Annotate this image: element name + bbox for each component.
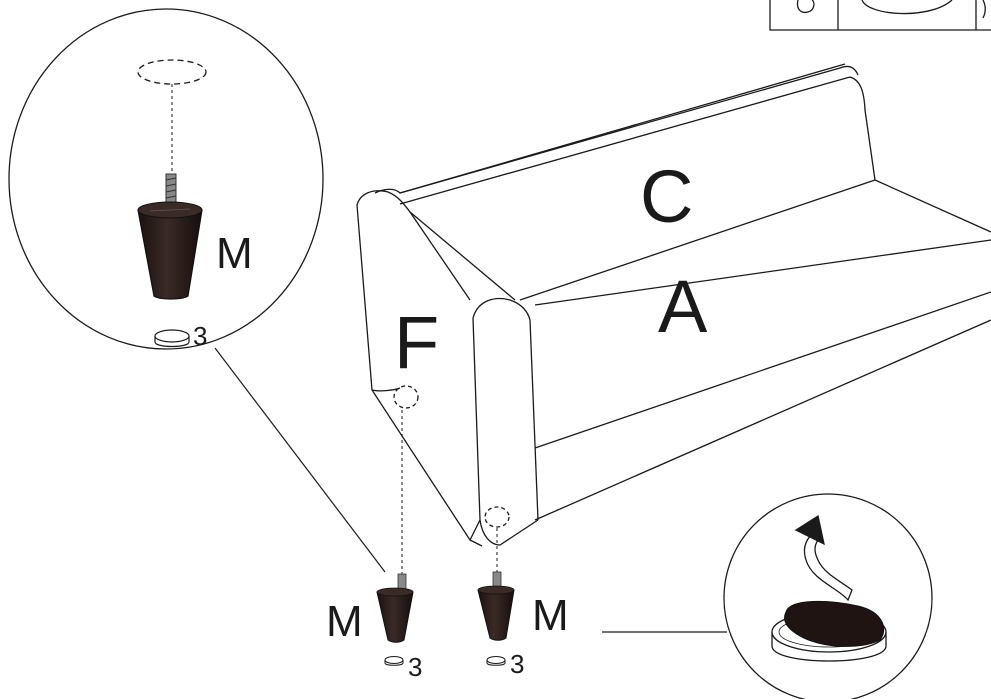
part-a-label: A (658, 265, 708, 348)
left-leg-hole (393, 385, 419, 409)
zoom-leg-icon (137, 201, 203, 300)
right-washer-qty: 3 (510, 649, 524, 679)
right-washer-icon (486, 656, 506, 666)
part-f-label: F (394, 301, 439, 384)
zoom-washer-icon (154, 329, 190, 348)
right-leg-hole (484, 506, 510, 528)
right-leg-icon (477, 571, 515, 641)
peel-arrow-icon (794, 514, 853, 602)
left-washer-icon (384, 656, 404, 666)
zoom-hole-icon (137, 59, 207, 85)
parts-table-fragment (769, 0, 991, 31)
sofa-outline (356, 63, 991, 547)
part-c-label: C (640, 155, 693, 238)
peel-detail-circle (723, 493, 933, 699)
zoom-leg-label: M (216, 229, 253, 278)
left-leg-icon (376, 573, 414, 643)
zoom-callout-line (214, 347, 386, 573)
peel-backing-icon (784, 600, 885, 647)
zoom-washer-qty: 3 (193, 321, 207, 351)
right-leg-label: M (532, 591, 569, 640)
left-washer-qty: 3 (408, 652, 422, 682)
zoom-detail-circle: M 3 (8, 8, 324, 351)
left-leg-label: M (326, 597, 363, 646)
